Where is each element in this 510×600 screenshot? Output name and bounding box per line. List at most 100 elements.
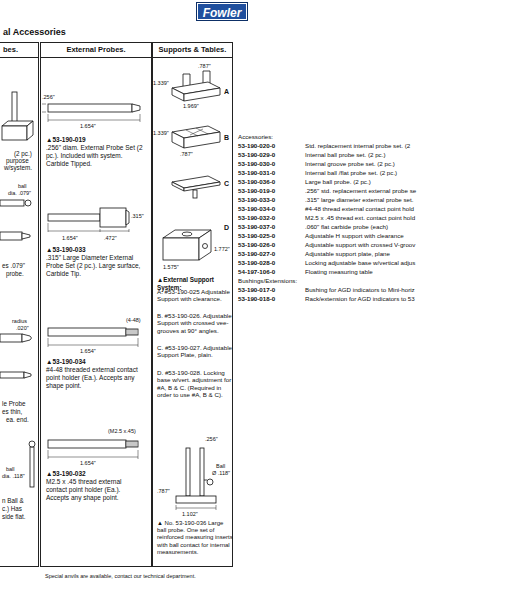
dimension-label: radius [12,318,27,325]
part-number: 53-190-027-0 [238,250,275,257]
dimension-label: (4-48) [126,317,141,324]
dimension-label: Ball [216,463,225,470]
part-number: 53-190-033-0 [238,196,275,203]
dimension-label: .787" [198,63,211,70]
dimension-label: ball [6,466,15,473]
dimension-label: 1.772" [214,246,230,253]
brand-logo: Fowler [196,2,248,21]
spec-text: #4-48 threaded external contact point ho… [46,366,144,389]
dimension-label: 1.339" [153,80,169,87]
dimension-label: dia. .118" [2,473,25,480]
dimension-label: (M2.5 x.45) [108,428,136,435]
dimension-label: .472" [104,235,117,242]
part-number: 53-190-017-0 [238,286,275,293]
part-description: #4-48 thread external contact point hold [305,205,414,212]
part-number: 53-190-031-0 [238,169,275,176]
part-number: 53-190-019-0 [238,187,275,194]
dimension-label: 1.654" [80,460,96,467]
spec-text: es thin, [2,408,22,416]
dimension-label: Special anvils are available, contact ou… [45,573,196,580]
spec-text: M2.5 x .45 thread external contact point… [46,478,144,501]
spec-text: B. #53-190-026. Adjustable Support with … [157,312,232,334]
spec-text: .315" Large Diameter External Probe Set … [46,254,144,277]
spec-text: ▲53-190-033 [46,246,86,254]
part-description: Internal ball /flat probe set. (2 pc.) [305,169,397,176]
part-description: Locking adjustable base w/vertical adjus [305,259,415,266]
column-heading: External Probes. [41,43,151,58]
dimension-label: .256" [42,94,55,101]
part-number: 53-190-025-0 [238,232,275,239]
part-description: .256" std. replacement external probe se [305,187,416,194]
part-number: 53-190-018-0 [238,295,275,302]
part-number: 53-190-030-0 [238,160,275,167]
dimension-label: .315" [131,213,144,220]
part-description: Std. replacement internal probe set. (2 [305,142,410,149]
page-title: al Accessories [3,27,66,37]
part-description: Internal groove probe set. (2 pc.) [305,160,395,167]
dimension-label: Ø .118" [212,470,230,477]
part-description: Bushing for AGD indicators to Mini-horiz [305,286,415,293]
part-description: .060" flat carbide probe (each) [305,223,388,230]
spec-text: (2 pc.) [14,150,32,158]
spec-text: A. #53-190-025 Adjustable Support with c… [157,288,232,303]
spec-text: le Probe [2,400,25,408]
spec-text: es .079" [2,262,25,270]
spec-text: ea. end. [6,416,29,424]
spec-text: c.) Has [2,505,22,513]
part-number: 53-190-026-0 [238,241,275,248]
part-description: Large ball probe. (2 pc.) [305,178,371,185]
part-number: 53-190-034-0 [238,205,275,212]
part-description: M2.5 x .45 thread ext. contact point hol… [305,214,415,221]
spec-text: purpose [6,157,29,165]
dimension-label: 1.654" [80,123,96,130]
part-description: .315" large diameter external probe set. [305,196,413,203]
part-description: Floating measuring table [305,268,373,275]
dimension-label: 1.575" [163,264,179,271]
part-description: Rack/extension for AGD indicators to 53 [305,295,415,302]
figure-letter: A [224,88,229,96]
spec-text: ▲53-190-034 [46,358,86,366]
internal-probe-drawings [0,92,35,487]
dimension-label: 1.654" [62,235,78,242]
spec-text: .256" diam. External Probe Set (2 pc.). … [46,144,144,167]
column-panel: bes. [0,42,39,567]
dimension-label: .787" [157,488,170,495]
dimension-label: .256" [205,436,218,443]
part-number: 53-190-036-0 [238,178,275,185]
spec-text: n Ball & [2,497,24,505]
spec-text: ▲53-190-032 [46,470,86,478]
part-description: Adjustable support with crossed V-groov [305,241,415,248]
part-number: 53-190-032-0 [238,214,275,221]
part-number: 53-190-028-0 [238,259,275,266]
spec-text: ▲53-190-019 [46,136,86,144]
column-heading: bes. [0,43,38,58]
column-heading: Supports & Tables. [153,43,232,58]
part-description: Internal ball probe set. (2 pc.) [305,151,385,158]
figure-letter: B [224,134,229,142]
part-number: 53-190-037-0 [238,223,275,230]
dimension-label: 1.102" [182,511,198,518]
dimension-label: 1.969" [183,103,199,110]
dimension-label: ball [18,183,27,190]
dimension-label: .020" [16,325,29,332]
part-description: Bushings/Extensions: [238,277,297,284]
dimension-label: dia. .079" [8,190,31,197]
spec-text: ▲ No. 53-190-036 Large ball probe. One s… [157,520,233,556]
dimension-label: .787" [180,151,193,158]
spec-text: w/system. [4,164,32,172]
figure-letter: D [224,224,229,232]
spec-text: C. #53-190-027. Adjustable Support Plate… [157,344,232,359]
dimension-label: 1.339" [153,130,169,137]
spec-text: probe. [6,270,24,278]
figure-letter: C [224,180,229,188]
part-number: 53-190-020-0 [238,142,275,149]
brand-name: Fowler [203,5,242,22]
part-number: 54-197-106-0 [238,268,275,275]
spec-text: side flat. [2,513,25,521]
part-description: Adjustable H support with clearance [305,232,404,239]
part-description: Adjustable support plate, plane [305,250,390,257]
part-number: 53-190-029-0 [238,151,275,158]
spec-text: D. #53-190-028. Locking base w/vert. adj… [157,369,232,399]
dimension-label: 1.654" [80,348,96,355]
part-description: Accessories: [238,133,273,140]
